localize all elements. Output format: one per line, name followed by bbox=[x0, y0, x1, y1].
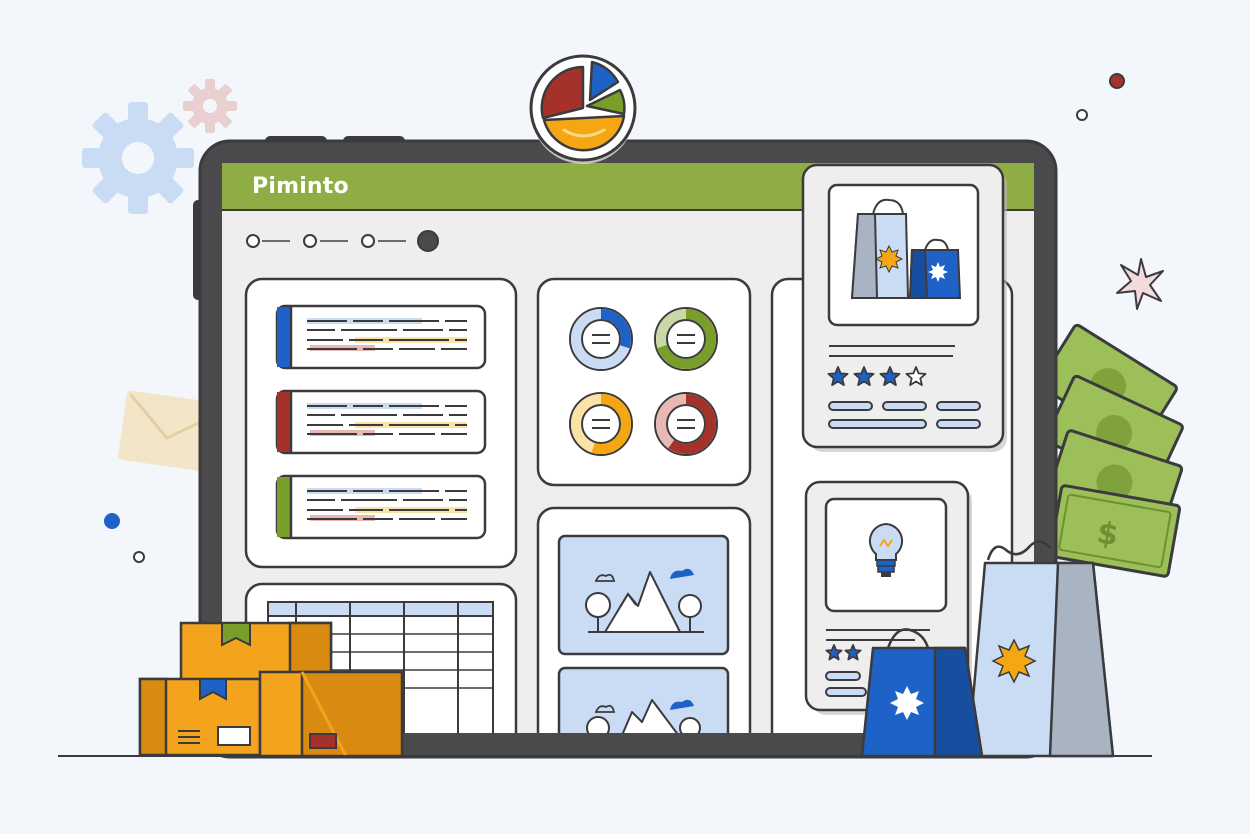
shopping-bags-icon bbox=[850, 198, 962, 299]
pie-chart-badge bbox=[529, 54, 637, 164]
donut-layer bbox=[569, 307, 718, 456]
list-item-3[interactable] bbox=[275, 474, 487, 540]
star-filled-icon bbox=[844, 644, 862, 661]
donut-arc bbox=[571, 309, 631, 369]
image-panel bbox=[536, 506, 752, 768]
donut-panel bbox=[536, 277, 752, 487]
step-progress bbox=[246, 230, 439, 252]
gear-small-icon bbox=[183, 79, 237, 133]
product-card-shopping[interactable] bbox=[801, 163, 1007, 452]
star-filled-icon bbox=[853, 366, 875, 386]
landscape-image-1[interactable] bbox=[557, 534, 730, 656]
envelope-icon bbox=[118, 390, 216, 472]
product-tags bbox=[828, 401, 981, 429]
dot-white bbox=[1076, 109, 1088, 121]
donut-gauge-orange bbox=[569, 392, 633, 456]
star-filled-icon bbox=[825, 644, 843, 661]
cardboard-boxes-icon bbox=[138, 621, 404, 758]
donut-gauge-green bbox=[654, 307, 718, 371]
list-item-1[interactable] bbox=[275, 304, 487, 370]
star-empty-icon bbox=[905, 366, 927, 386]
donut-gauge-blue bbox=[569, 307, 633, 371]
app-title: Piminto bbox=[252, 174, 349, 199]
shopping-bag-icon bbox=[860, 540, 1115, 758]
rating-stars-2 bbox=[825, 644, 862, 661]
star-filled-icon bbox=[879, 366, 901, 386]
list-item-2[interactable] bbox=[275, 389, 487, 455]
donut-arc bbox=[571, 394, 631, 454]
sparkle-icon bbox=[1116, 258, 1164, 310]
star-filled-icon bbox=[827, 366, 849, 386]
donut-arc bbox=[656, 394, 716, 454]
lightbulb-icon bbox=[868, 522, 904, 577]
dot-blue bbox=[104, 513, 120, 529]
rating-stars bbox=[827, 366, 927, 386]
pie-chart-icon bbox=[540, 60, 626, 152]
donut-gauge-red bbox=[654, 392, 718, 456]
dot-white-2 bbox=[133, 551, 145, 563]
dot-red bbox=[1109, 73, 1125, 89]
landscape-image-2[interactable] bbox=[557, 666, 730, 768]
donut-arc bbox=[656, 309, 716, 369]
money-bills-icon: $ bbox=[1038, 323, 1184, 578]
gear-icon bbox=[82, 102, 194, 214]
